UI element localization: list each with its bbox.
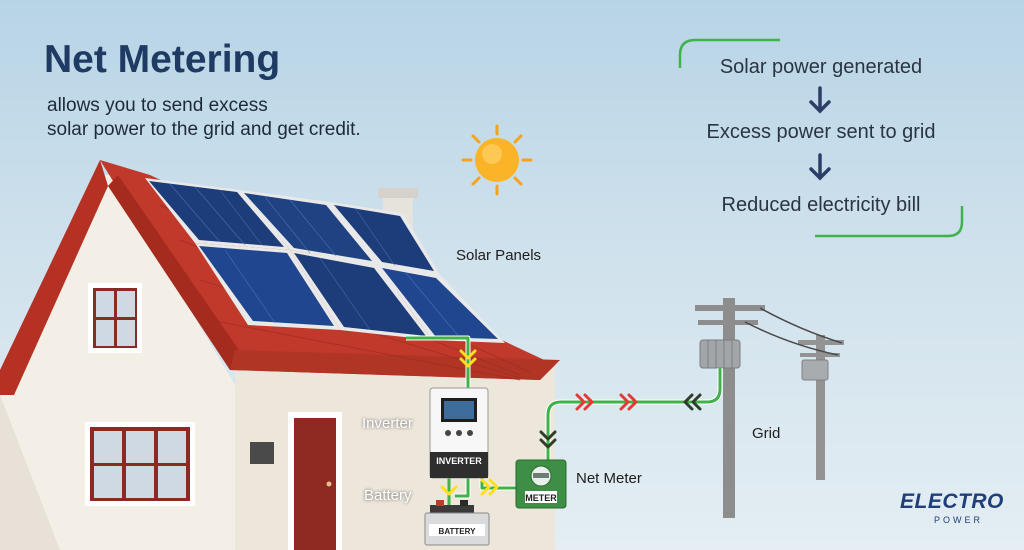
- utility-pole-large-icon: [695, 298, 765, 518]
- subtitle-line-2: solar power to the grid and get credit.: [47, 119, 361, 140]
- label-net-meter: Net Meter: [576, 470, 642, 487]
- label-grid: Grid: [752, 425, 781, 442]
- power-lines-icon: [744, 307, 843, 356]
- brand-logo-subtitle: POWER: [934, 515, 984, 525]
- flow-step-generated: Solar power generated: [719, 56, 923, 78]
- page-title: Net Metering: [44, 38, 281, 81]
- flow-bracket-bottom-icon: [815, 206, 964, 238]
- battery-icon: BATTERY: [424, 500, 490, 546]
- net-meter-icon: METER: [515, 459, 567, 509]
- flow-direction-arrows-icon: [440, 349, 702, 496]
- flow-bracket-top-icon: [678, 38, 780, 68]
- battery-device-text: BATTERY: [439, 527, 477, 536]
- flow-step-reduced-bill: Reduced electricity bill: [721, 194, 921, 216]
- flow-step-sent-to-grid: Excess power sent to grid: [706, 121, 936, 143]
- sun-icon: [461, 124, 533, 196]
- label-solar-panels: Solar Panels: [456, 247, 542, 264]
- label-battery: Battery: [364, 487, 412, 504]
- meter-device-text: METER: [525, 493, 557, 503]
- label-inverter: Inverter: [362, 415, 413, 432]
- solar-panels-icon: [145, 178, 505, 343]
- flow-arrow-down-icon: [809, 86, 831, 114]
- brand-logo: ELECTRO: [900, 490, 1004, 513]
- subtitle-line-1: allows you to send excess: [47, 95, 268, 116]
- utility-pole-small-icon: [798, 335, 844, 480]
- flow-arrow-down-icon: [809, 153, 831, 181]
- inverter-device-text: INVERTER: [436, 456, 482, 466]
- inverter-icon: INVERTER: [429, 387, 489, 479]
